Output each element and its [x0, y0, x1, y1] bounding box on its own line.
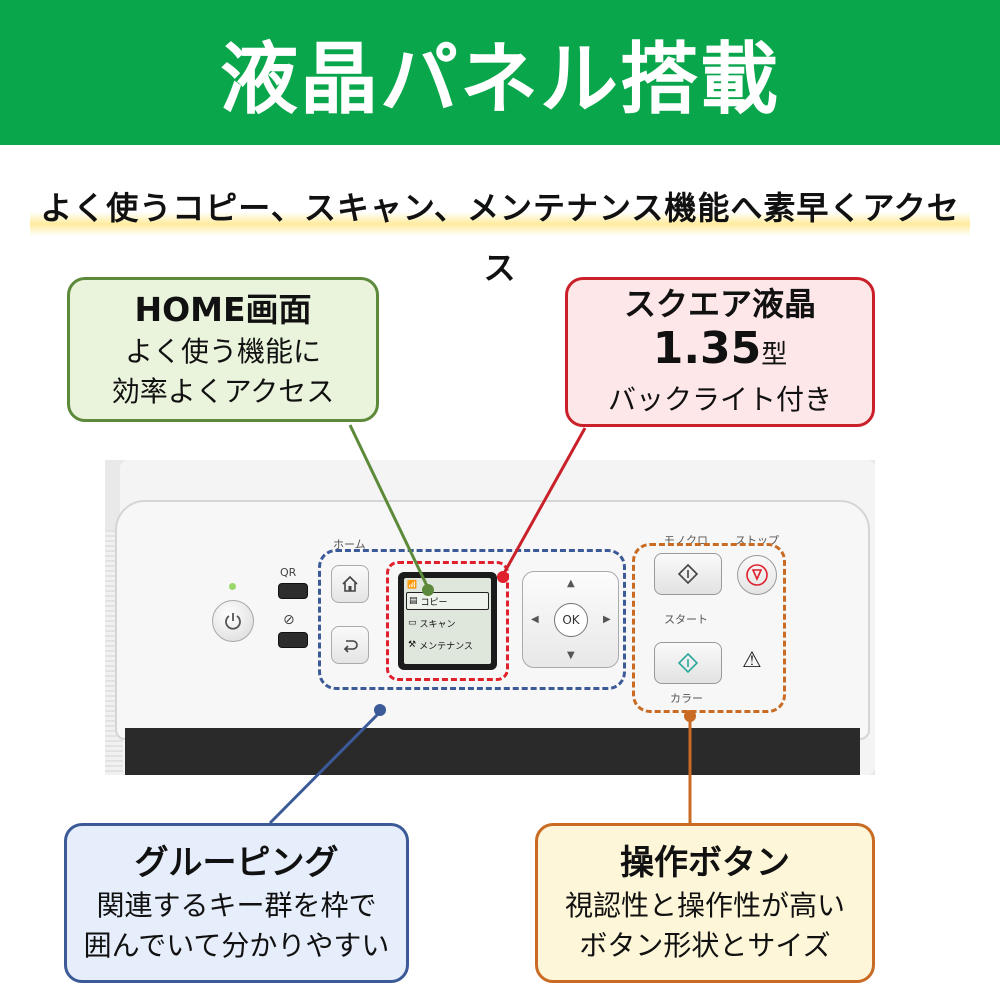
- back-button[interactable]: [331, 626, 369, 664]
- grouping-callout-line2: 囲んでいて分かりやすい: [83, 929, 390, 962]
- power-icon: [225, 613, 241, 630]
- lcd-menu-item[interactable]: ▭ スキャン: [406, 614, 489, 632]
- copy-icon: ▤: [409, 596, 418, 606]
- grouping-frame-blue: [318, 549, 626, 690]
- start-diamond-icon: [677, 563, 699, 585]
- lcd-display: 📶 ▤ コピー ▭ スキャン ⚒ メンテナンス: [404, 578, 491, 664]
- home-callout-title: HOME画面: [134, 289, 312, 329]
- warning-icon: ⚠: [742, 648, 762, 673]
- power-button[interactable]: [212, 600, 254, 642]
- power-led: [229, 583, 236, 590]
- wireless-connect-icon: ⊘: [283, 612, 295, 628]
- buttons-frame-orange: [632, 543, 786, 713]
- scan-icon: ▭: [408, 618, 417, 628]
- grouping-callout: グルーピング 関連するキー群を枠で 囲んでいて分かりやすい: [64, 823, 409, 983]
- lcd-screen: 📶 ▤ コピー ▭ スキャン ⚒ メンテナンス: [398, 572, 497, 670]
- start-label: スタート: [664, 613, 708, 626]
- lcd-callout-title: スクエア液晶: [623, 285, 816, 323]
- maintenance-icon: ⚒: [408, 640, 417, 650]
- back-icon: [343, 640, 358, 653]
- stop-button[interactable]: [737, 555, 777, 595]
- grouping-callout-title: グルーピング: [134, 843, 339, 883]
- qr-button[interactable]: [278, 583, 308, 599]
- home-screen-callout: HOME画面 よく使う機能に 効率よくアクセス: [67, 277, 379, 422]
- down-arrow-button[interactable]: ▼: [567, 650, 575, 661]
- navigation-pad: ▲ ▼ ◀ ▶ OK: [522, 571, 619, 668]
- start-diamond-color-icon: [677, 652, 699, 674]
- lcd-menu-item-label: スキャン: [419, 619, 456, 630]
- page-title: 液晶パネル搭載: [219, 34, 780, 125]
- right-arrow-button[interactable]: ▶: [603, 614, 611, 625]
- buttons-callout: 操作ボタン 視認性と操作性が高い ボタン形状とサイズ: [535, 823, 875, 983]
- subtitle-text: よく使うコピー、スキャン、メンテナンス機能へ素早くアクセス: [40, 189, 960, 287]
- lcd-menu-item[interactable]: ⚒ メンテナンス: [406, 636, 489, 654]
- buttons-callout-line1: 視認性と操作性が高い: [564, 889, 845, 922]
- buttons-callout-line2: ボタン形状とサイズ: [579, 929, 831, 962]
- lcd-callout: スクエア液晶 1.35型 バックライト付き: [565, 277, 875, 427]
- lcd-menu-item[interactable]: ▤ コピー: [406, 592, 489, 610]
- mono-start-button[interactable]: [654, 553, 722, 595]
- home-callout-line2: 効率よくアクセス: [111, 374, 335, 408]
- ok-button[interactable]: OK: [554, 603, 588, 637]
- stop-icon: [746, 564, 768, 586]
- lcd-size-unit: 型: [761, 340, 788, 370]
- left-arrow-button[interactable]: ◀: [531, 614, 539, 625]
- color-label: カラー: [670, 692, 703, 705]
- lcd-frame-red: [386, 561, 509, 681]
- title-banner: 液晶パネル搭載: [0, 0, 1000, 145]
- printer-paper-slot: [125, 728, 860, 775]
- wireless-connect-button[interactable]: [278, 632, 308, 648]
- color-start-button[interactable]: [654, 642, 722, 684]
- buttons-callout-title: 操作ボタン: [620, 843, 790, 883]
- qr-label: QR: [280, 566, 297, 579]
- grouping-callout-line1: 関連するキー群を枠で: [96, 889, 377, 922]
- lcd-size: 1.35型: [568, 324, 872, 380]
- lcd-size-value: 1.35: [652, 323, 762, 374]
- home-callout-line1: よく使う機能に: [124, 334, 321, 368]
- subtitle: よく使うコピー、スキャン、メンテナンス機能へ素早くアクセス: [30, 178, 970, 287]
- up-arrow-button[interactable]: ▲: [567, 578, 575, 589]
- lcd-callout-line1: バックライト付き: [607, 383, 832, 416]
- lcd-menu-item-label: メンテナンス: [419, 641, 473, 652]
- lcd-menu-item-label: コピー: [420, 597, 448, 608]
- subtitle-highlight: [30, 212, 970, 236]
